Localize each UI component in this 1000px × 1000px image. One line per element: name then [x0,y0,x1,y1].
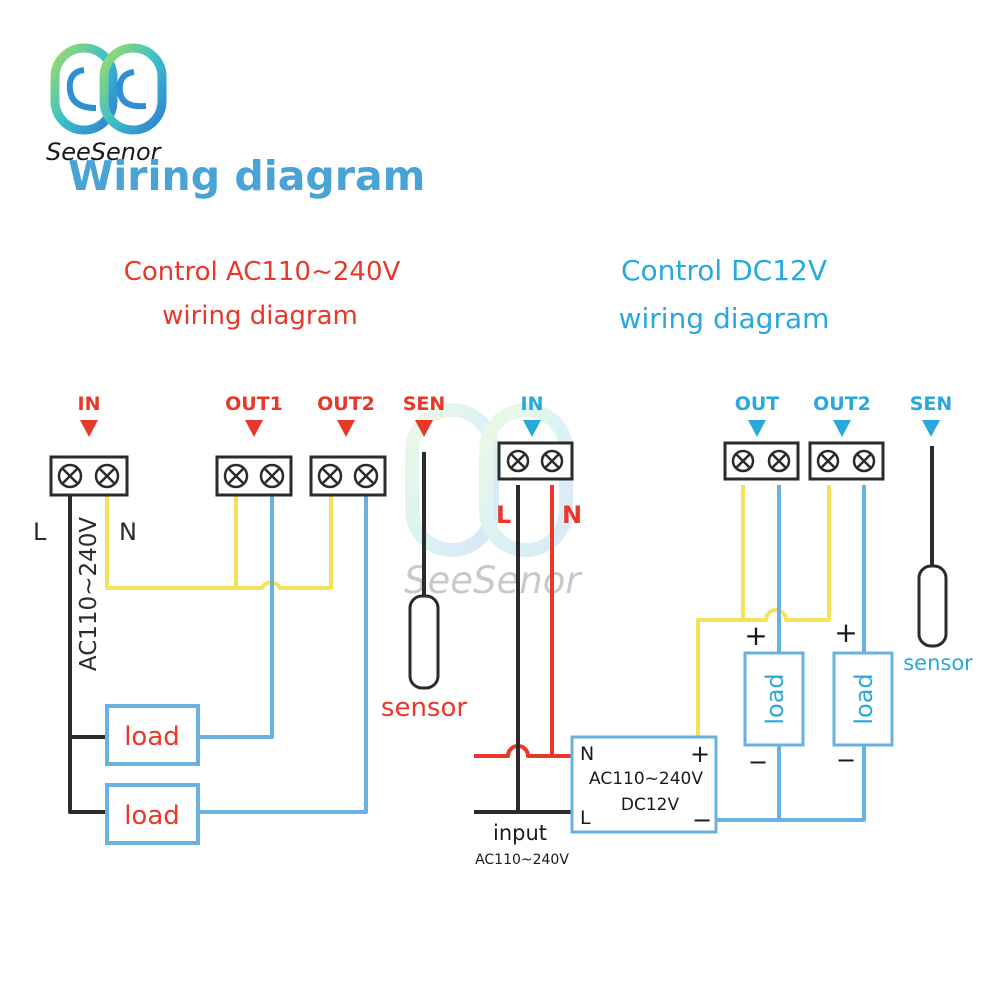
ac-terminal-label-in: IN [78,393,101,415]
dc-in-arrow-icon [523,420,541,437]
dc-load-1-plus: + [744,619,767,652]
ac-load-2-label: load [124,801,180,831]
ac-load-1-label: load [124,722,180,752]
dc-terminal-label-out2: OUT2 [813,393,871,415]
ac-sensor-label: sensor [381,693,467,723]
brand-logo-icon [50,43,167,135]
dc-in-terminal-block [497,441,574,481]
dc-load-2: load [832,651,894,747]
psu-n-label: N [580,743,594,765]
dc-terminal-label-in: IN [521,393,544,415]
dc-neutral-label: N [562,501,582,529]
dc-negative-wire [716,745,866,822]
dc-heading-line1: Control DC12V [621,254,827,287]
dc-sensor-probe-icon [917,564,948,648]
dc-mains-line-wire [474,485,572,814]
ac-heading-line2: wiring diagram [162,301,358,331]
dc-line-label: L [496,501,511,529]
ac-in-terminal-block [49,455,129,497]
ac-terminal-label-sen: SEN [403,393,446,415]
ac-out2-arrow-icon [337,420,355,437]
ac-in-arrow-icon [80,420,98,437]
psu-l-label: L [580,807,591,829]
psu-input-voltage: AC110~240V [589,769,703,789]
ac-neutral-wire [105,485,333,590]
dc-heading-line2: wiring diagram [619,302,830,335]
dc-out-arrow-icon [748,420,766,437]
dc-positive-wire [696,485,831,747]
psu-output-voltage: DC12V [621,795,680,815]
ac-out1-terminal-block [215,455,293,497]
brand-name: SeeSenor [46,138,163,166]
ac-voltage-label: AC110~240V [76,517,102,671]
ac-sensor-probe-icon [408,594,440,690]
dc-load-1-minus: − [748,748,768,776]
dc-load-1-label: load [761,673,789,724]
dc-load-2-label: load [850,673,878,724]
ac-line-label: L [33,518,47,546]
dc-sen-arrow-icon [922,420,940,437]
ac-heading-line1: Control AC110~240V [124,257,401,287]
dc-load-2-plus: + [834,616,857,649]
page-title: Wiring diagram [68,152,425,200]
ac-out1-return-wire [198,485,274,739]
ac-sen-arrow-icon [415,420,433,437]
ac-terminal-label-out2: OUT2 [317,393,375,415]
dc-input-voltage: AC110~240V [475,852,569,868]
dc-power-supply: N + AC110~240V DC12V L − [570,735,718,834]
psu-minus-label: − [692,806,712,834]
dc-terminal-label-sen: SEN [910,393,953,415]
dc-terminal-label-out: OUT [735,393,780,415]
ac-terminal-label-out1: OUT1 [225,393,283,415]
dc-sensor-label: sensor [903,651,973,675]
ac-load-1: load [105,704,200,766]
ac-out2-return-wire [198,485,368,814]
ac-out1-arrow-icon [245,420,263,437]
ac-load-2: load [105,783,200,845]
dc-load-1: load [743,651,805,747]
ac-line-wire [68,485,107,814]
ac-out2-terminal-block [309,455,387,497]
dc-load-2-minus: − [836,746,856,774]
dc-out2-terminal-block [808,441,885,481]
dc-input-label: input [493,821,547,845]
dc-out2-arrow-icon [833,420,851,437]
psu-plus-label: + [690,740,710,768]
dc-out-terminal-block [723,441,800,481]
ac-neutral-label: N [119,518,137,546]
